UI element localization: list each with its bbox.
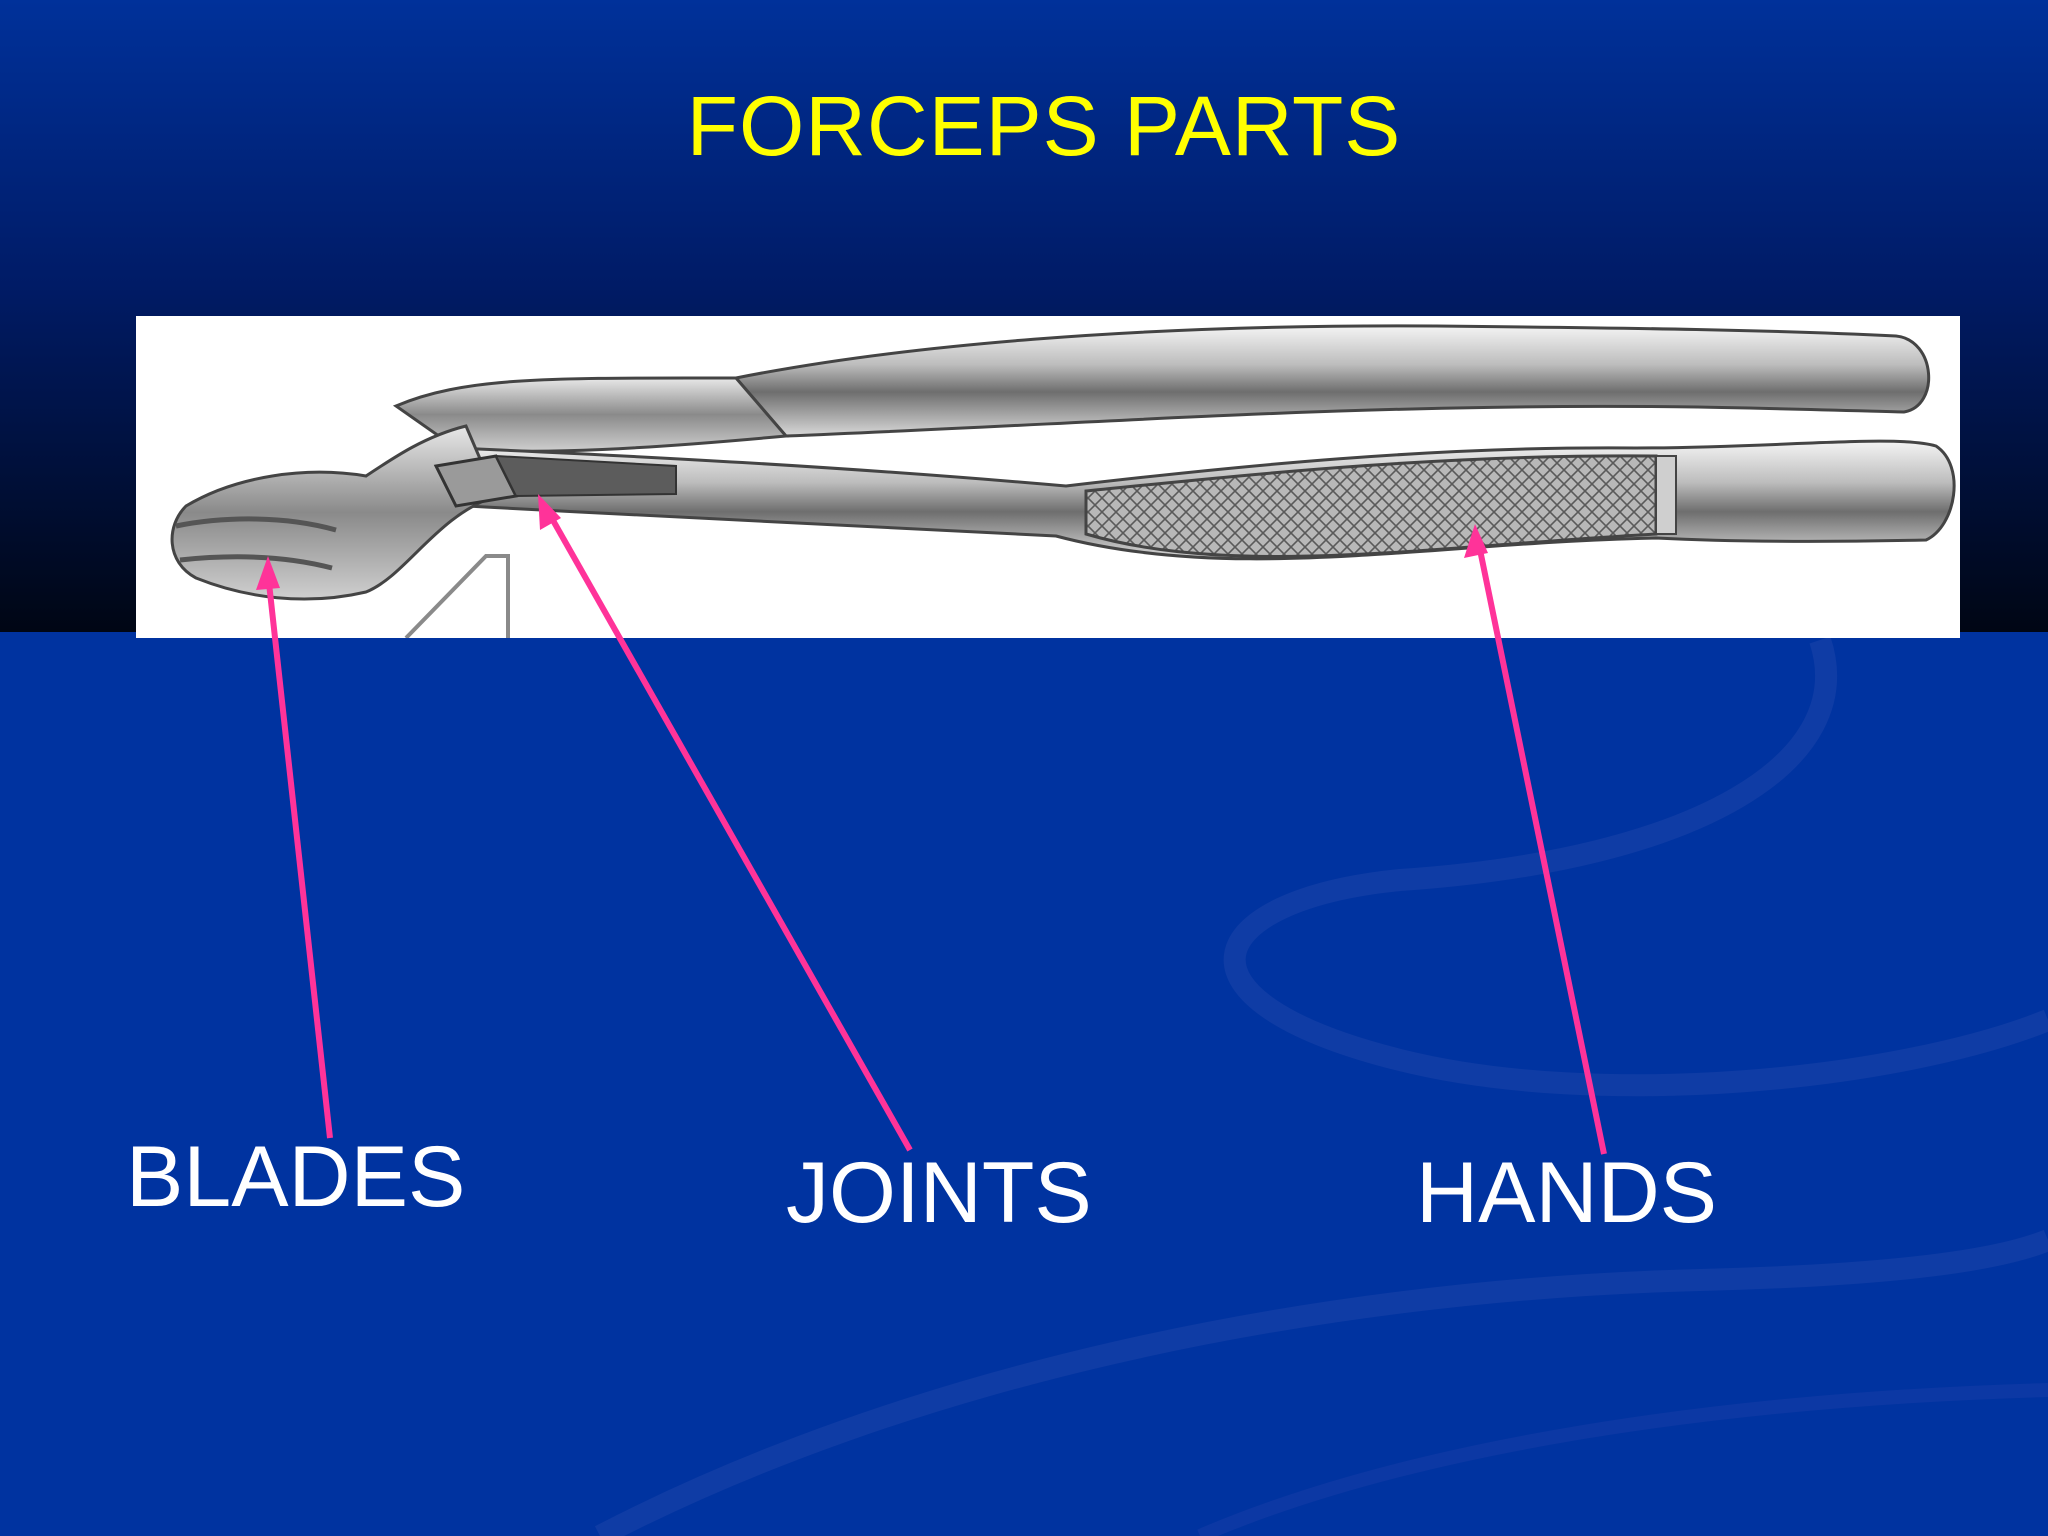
blades-label: BLADES: [126, 1129, 466, 1225]
hands-label: HANDS: [1416, 1145, 1718, 1241]
joints-label: JOINTS: [786, 1145, 1092, 1241]
background-swoosh: [594, 636, 2048, 1536]
forceps-image: [136, 316, 1960, 638]
slide-title: FORCEPS PARTS: [686, 79, 1402, 173]
